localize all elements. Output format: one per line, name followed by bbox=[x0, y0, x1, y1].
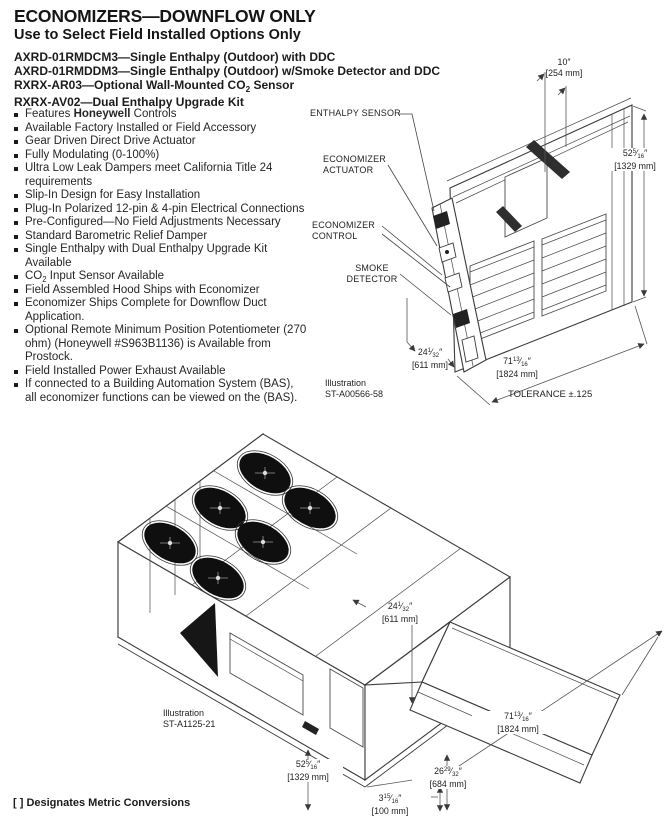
feature-item: Available Factory Installed or Field Acc… bbox=[14, 122, 308, 136]
access-panel bbox=[229, 632, 304, 716]
illustration-credit: Illustration ST-A1125-21 bbox=[163, 708, 216, 729]
bullet-marker bbox=[14, 126, 18, 131]
dim-hood-depth: 241⁄32″ [611 mm] bbox=[381, 601, 418, 624]
page-header: ECONOMIZERS—DOWNFLOW ONLY Use to Select … bbox=[14, 7, 664, 109]
dim-hood-height: 2629⁄32″ [684 mm] bbox=[412, 766, 484, 790]
model-list: AXRD-01RMDCM3—Single Enthalpy (Outdoor) … bbox=[14, 50, 664, 109]
brace bbox=[526, 140, 570, 179]
feature-text: Gear Driven Direct Drive Actuator bbox=[25, 135, 196, 147]
feature-text: Available Factory Installed or Field Acc… bbox=[25, 121, 257, 134]
feature-item: Features Honeywell Controls bbox=[14, 108, 308, 122]
feature-text: Economizer Ships Complete for Downflow D… bbox=[25, 297, 267, 323]
feature-text: Single Enthalpy with Dual Enthalpy Upgra… bbox=[25, 243, 268, 269]
dim-height: 525⁄16″ [1329 mm] bbox=[606, 148, 664, 172]
dim-length: 7113⁄16″ [1824 mm] bbox=[496, 356, 538, 379]
feature-text: If connected to a Building Automation Sy… bbox=[25, 378, 298, 404]
feature-text: Ultra Low Leak Dampers meet California T… bbox=[25, 162, 273, 188]
rooftop-unit-line-drawing bbox=[117, 432, 663, 812]
bullet-marker bbox=[14, 288, 18, 293]
bullet-marker bbox=[14, 167, 18, 171]
condenser-fan bbox=[141, 520, 199, 566]
bullet-marker bbox=[14, 113, 18, 117]
feature-text: Features Honeywell Controls bbox=[25, 108, 177, 120]
bullet-marker bbox=[14, 194, 18, 198]
dim-width: 7113⁄16″ [1824 mm] bbox=[472, 711, 564, 735]
callout-enthalpy-sensor: ENTHALPY SENSOR bbox=[310, 108, 401, 118]
dim-base-height: 315⁄16″ [100 mm] bbox=[371, 793, 409, 816]
feature-text: Fully Modulating (0-100%) bbox=[25, 148, 160, 161]
callout-economizer-actuator: ECONOMIZER ACTUATOR bbox=[323, 154, 387, 175]
feature-item: Pre-Configured—No Field Adjustments Nece… bbox=[14, 216, 308, 230]
feature-item: Economizer Ships Complete for Downflow D… bbox=[14, 297, 308, 324]
bullet-marker bbox=[14, 207, 18, 212]
feature-text: Field Assembled Hood Ships with Economiz… bbox=[25, 283, 260, 296]
dim-top-width: 10″ [254 mm] bbox=[545, 57, 583, 78]
economizer-control-part bbox=[444, 272, 463, 293]
tolerance-note: TOLERANCE ±.125 bbox=[508, 389, 593, 400]
feature-item: Field Installed Power Exhaust Available bbox=[14, 365, 308, 379]
leader-line bbox=[381, 225, 451, 288]
feature-item: Optional Remote Minimum Position Potenti… bbox=[14, 324, 308, 365]
callout-smoke-detector: SMOKE DETECTOR bbox=[346, 263, 398, 284]
leader-line bbox=[387, 164, 438, 247]
smoke-detector-part bbox=[453, 309, 470, 328]
bullet-marker bbox=[14, 234, 18, 239]
condenser-fan bbox=[189, 555, 247, 601]
model-line: RXRX-AV02—Dual Enthalpy Upgrade Kit bbox=[14, 94, 244, 109]
feature-item: Fully Modulating (0-100%) bbox=[14, 149, 308, 163]
bullet-marker bbox=[14, 275, 18, 279]
bullet-marker bbox=[14, 248, 18, 252]
page-title: ECONOMIZERS—DOWNFLOW ONLY bbox=[14, 6, 316, 26]
feature-text: Pre-Configured—No Field Adjustments Nece… bbox=[25, 216, 281, 228]
leader-line bbox=[398, 113, 435, 212]
brace bbox=[496, 206, 522, 232]
rooftop-unit-illustration: 241⁄32″ [611 mm] 7113⁄16″ [1824 mm] 2629… bbox=[100, 425, 672, 826]
feature-text: CO2 Input Sensor Available bbox=[25, 270, 165, 284]
feature-item: Gear Driven Direct Drive Actuator bbox=[14, 135, 308, 149]
enthalpy-sensor-part bbox=[433, 211, 450, 229]
feature-item: If connected to a Building Automation Sy… bbox=[14, 378, 308, 405]
feature-item: Plug-In Polarized 12-pin & 4-pin Electri… bbox=[14, 203, 308, 217]
feature-text: Slip-In Design for Easy Installation bbox=[25, 189, 201, 201]
feature-text: Standard Barometric Relief Damper bbox=[25, 229, 208, 242]
model-line: AXRD-01RMDDM3—Single Enthalpy (Outdoor) … bbox=[14, 64, 441, 79]
features-list: Features Honeywell Controls Available Fa… bbox=[14, 108, 308, 405]
leader-line bbox=[399, 273, 452, 316]
feature-text: Field Installed Power Exhaust Available bbox=[25, 364, 226, 377]
economizer-line-drawing bbox=[381, 72, 648, 406]
page-subtitle: Use to Select Field Installed Options On… bbox=[14, 27, 301, 43]
bullet-marker bbox=[14, 369, 18, 374]
model-line: RXRX-AR03—Optional Wall-Mounted CO2 Sens… bbox=[14, 78, 295, 95]
feature-item: CO2 Input Sensor Available bbox=[14, 270, 308, 284]
shaded-opening bbox=[180, 603, 218, 677]
feature-item: Field Assembled Hood Ships with Economiz… bbox=[14, 284, 308, 298]
model-line: AXRD-01RMDCM3—Single Enthalpy (Outdoor) … bbox=[14, 50, 336, 64]
feature-text: Plug-In Polarized 12-pin & 4-pin Electri… bbox=[25, 202, 305, 215]
feature-item: Ultra Low Leak Dampers meet California T… bbox=[14, 162, 308, 189]
dim-depth: 241⁄32″ [611 mm] bbox=[411, 347, 448, 370]
illustration-credit: Illustration ST-A00566-58 bbox=[325, 378, 384, 399]
callout-economizer-control: ECONOMIZER CONTROL bbox=[312, 220, 376, 241]
bullet-marker bbox=[14, 329, 18, 333]
dim-unit-height: 525⁄16″ [1329 mm] bbox=[273, 759, 343, 783]
bullet-marker bbox=[14, 383, 18, 387]
bullet-marker bbox=[14, 140, 18, 144]
feature-item: Slip-In Design for Easy Installation bbox=[14, 189, 308, 203]
condenser-fan bbox=[236, 450, 294, 496]
bullet-marker bbox=[14, 153, 18, 158]
economizer-illustration: ENTHALPY SENSOR ECONOMIZER ACTUATOR ECON… bbox=[300, 50, 672, 416]
bullet-marker bbox=[14, 302, 18, 306]
metric-note: [ ] Designates Metric Conversions bbox=[13, 797, 191, 809]
condenser-fan bbox=[281, 485, 339, 531]
condenser-fan bbox=[191, 485, 249, 531]
bullet-marker bbox=[14, 221, 18, 225]
feature-item: Single Enthalpy with Dual Enthalpy Upgra… bbox=[14, 243, 308, 270]
feature-item: Standard Barometric Relief Damper bbox=[14, 230, 308, 244]
access-panel bbox=[329, 668, 364, 748]
condenser-fan bbox=[234, 519, 292, 565]
feature-text: Optional Remote Minimum Position Potenti… bbox=[25, 324, 307, 363]
